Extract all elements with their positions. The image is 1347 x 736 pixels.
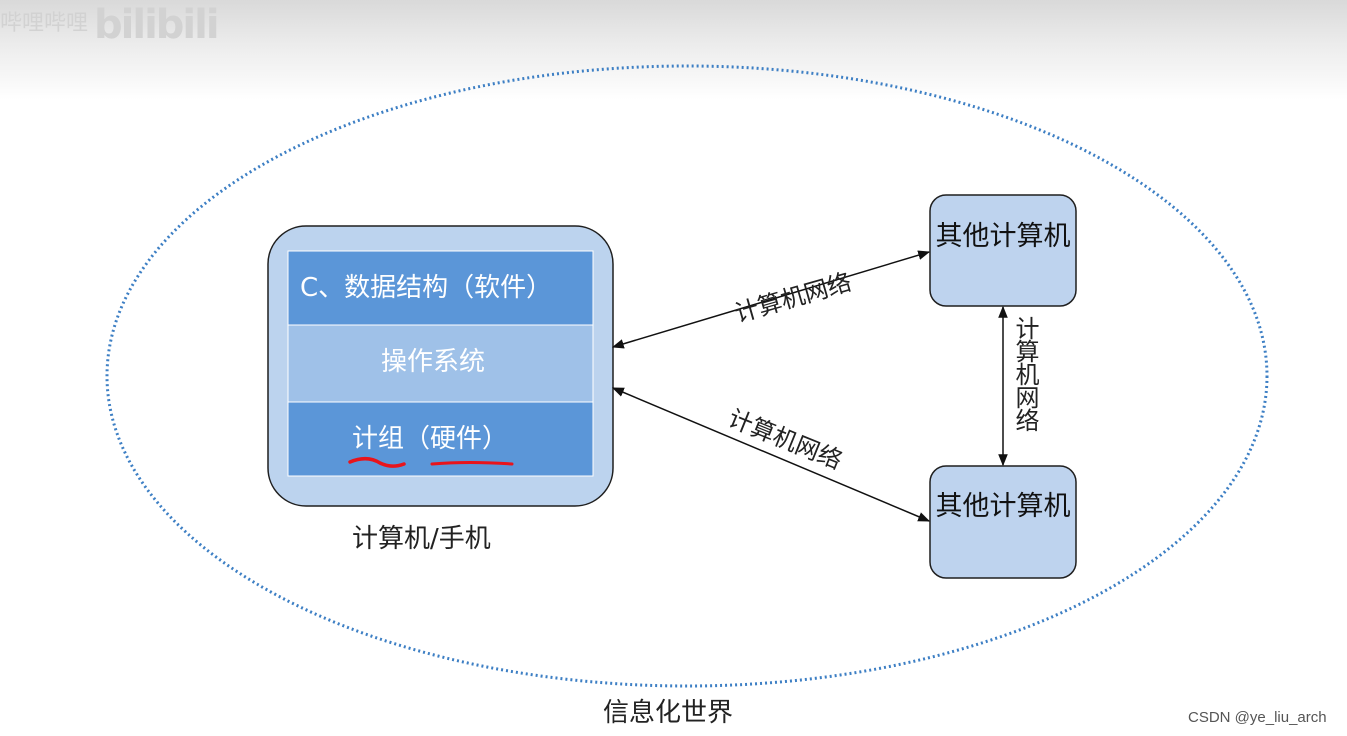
information-world-label: 信息化世界 [603,698,734,728]
watermark-logo-text: bilibili [94,2,220,48]
device-caption: 计算机/手机 [352,524,491,554]
watermark-site-name: 哔哩哔哩 [0,11,89,36]
csdn-credit: CSDN @ye_liu_arch [1188,709,1327,726]
top-shade-band [0,0,1347,100]
layer-label-hardware: 计组（硬件） [352,424,509,454]
network-link-bottom-arrow [611,387,931,522]
information-world-boundary [105,64,1269,688]
network-label-vertical: 计算机网络 [1011,316,1039,431]
layer-label-software: C、数据结构（软件） [300,273,553,303]
network-link-top-arrow [611,250,931,349]
other-computer-label-bottom: 其他计算机 [935,491,1071,522]
other-computer-label-top: 其他计算机 [935,221,1071,252]
red-underline-mark-hardware [430,461,514,466]
layer-label-os: 操作系统 [381,347,486,377]
red-underline-mark-jizu [348,457,406,468]
